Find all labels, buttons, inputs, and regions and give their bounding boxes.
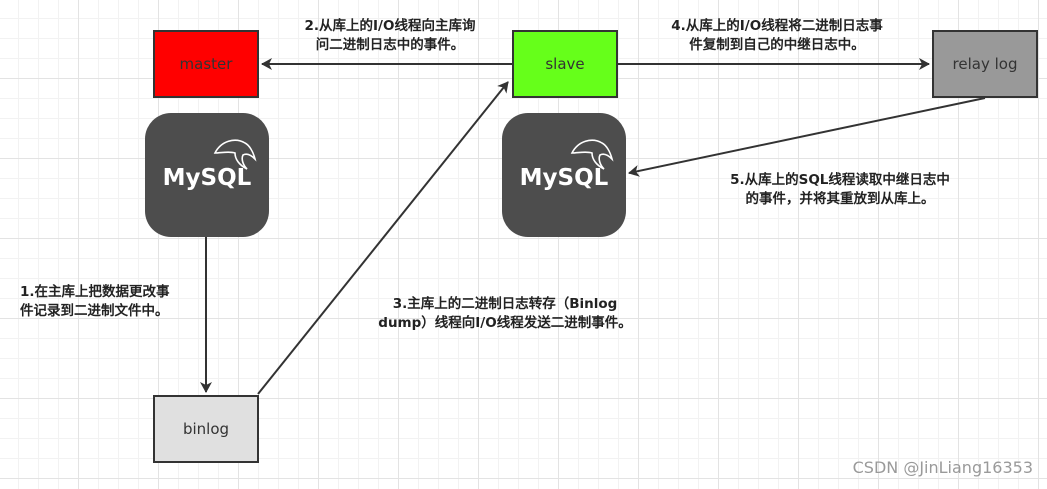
slave-node: slave <box>512 30 618 98</box>
step1-line1: 1.在主库上把数据更改事 <box>20 284 170 300</box>
master-mysql-logo: MySQL <box>145 113 269 237</box>
step1-label: 1.在主库上把数据更改事 件记录到二进制文件中。 <box>20 283 170 321</box>
step5-line2: 的事件，并将其重放到从库上。 <box>745 191 935 207</box>
step2-line2: 问二进制日志中的事件。 <box>315 37 465 53</box>
binlog-label: binlog <box>182 420 230 438</box>
step4-label: 4.从库上的I/O线程将二进制日志事 件复制到自己的中继日志中。 <box>632 17 922 55</box>
step4-line2: 件复制到自己的中继日志中。 <box>689 37 865 53</box>
arrow-relay-log-to-slave-mysql <box>628 97 986 177</box>
arrow-binlog-to-slave <box>257 81 509 395</box>
relay-log-node: relay log <box>932 30 1038 98</box>
relay-log-label: relay log <box>952 55 1018 73</box>
dolphin-icon <box>570 139 614 170</box>
mysql-logo-text: MySQL <box>162 165 252 191</box>
step5-line1: 5.从库上的SQL线程读取中继日志中 <box>730 172 950 188</box>
watermark: CSDN @JinLiang16353 <box>852 458 1033 477</box>
dolphin-icon <box>213 139 257 170</box>
slave-label: slave <box>545 55 585 73</box>
step3-line1: 3.主库上的二进制日志转存（Binlog <box>392 296 618 312</box>
step3-line2: dump）线程向I/O线程发送二进制事件。 <box>378 315 632 331</box>
step4-line1: 4.从库上的I/O线程将二进制日志事 <box>671 18 883 34</box>
step2-line1: 2.从库上的I/O线程向主库询 <box>304 18 476 34</box>
slave-mysql-logo: MySQL <box>502 113 626 237</box>
master-node: master <box>153 30 259 98</box>
step5-label: 5.从库上的SQL线程读取中继日志中 的事件，并将其重放到从库上。 <box>690 171 990 209</box>
binlog-node: binlog <box>153 395 259 463</box>
step3-label: 3.主库上的二进制日志转存（Binlog dump）线程向I/O线程发送二进制事… <box>350 295 660 333</box>
mysql-logo-text: MySQL <box>519 165 609 191</box>
step2-label: 2.从库上的I/O线程向主库询 问二进制日志中的事件。 <box>270 17 510 55</box>
master-label: master <box>179 55 233 73</box>
step1-line2: 件记录到二进制文件中。 <box>20 303 169 319</box>
